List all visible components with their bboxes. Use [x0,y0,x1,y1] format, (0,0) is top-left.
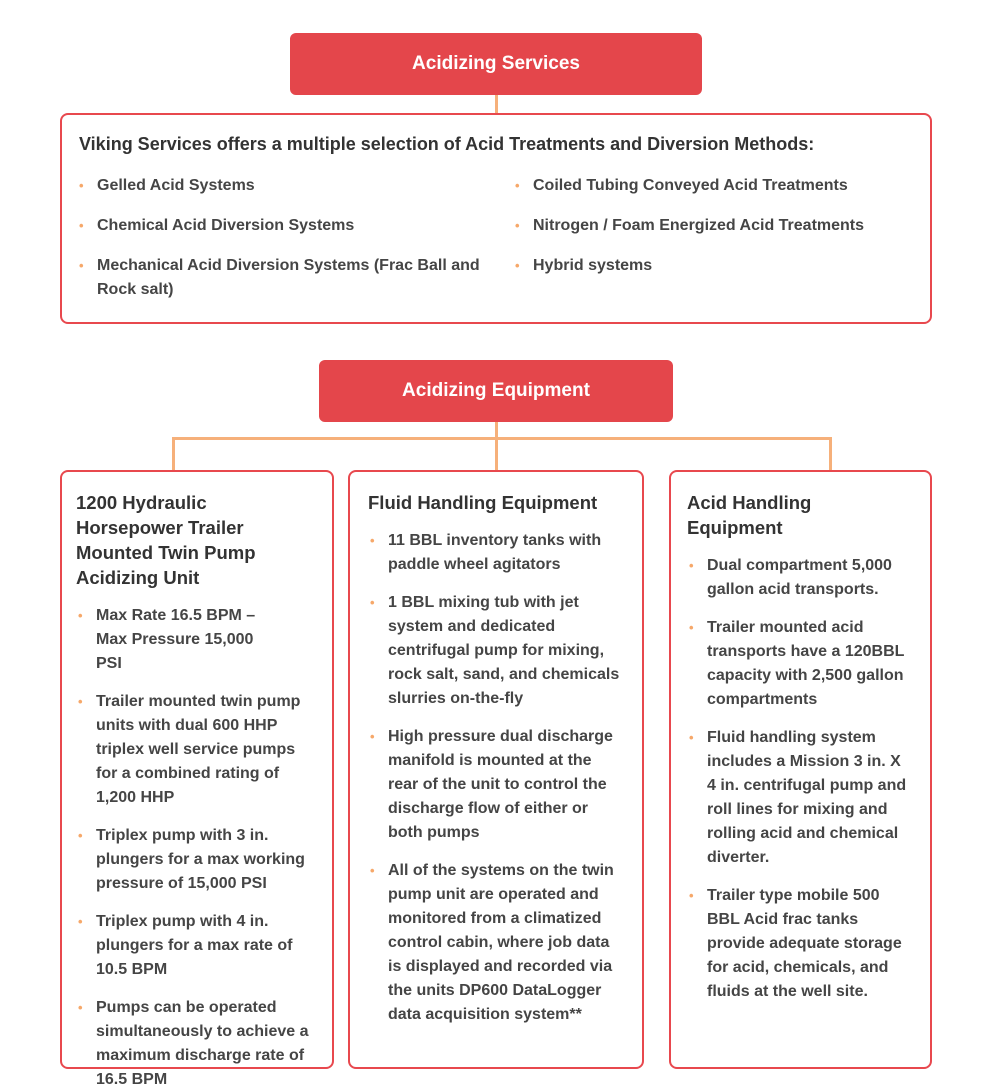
column-title: Acid Handling Equipment [687,492,812,538]
acidizing-services-header: Acidizing Services [290,33,702,95]
equipment-column-acid-handling: Acid Handling Equipment Dual compartment… [669,470,932,1069]
connector-line [172,437,832,440]
services-left-list: Gelled Acid Systems Chemical Acid Divers… [77,174,487,302]
services-box: Viking Services offers a multiple select… [60,113,932,324]
column-list: Dual compartment 5,000 gallon acid trans… [687,554,914,1004]
list-item: Fluid handling system includes a Mission… [687,726,914,870]
services-right-list: Coiled Tubing Conveyed Acid Treatments N… [513,174,923,278]
list-item: Pumps can be operated simultaneously to … [76,996,318,1092]
list-item: Gelled Acid Systems [77,174,487,198]
column-title: 1200 Hydraulic Horsepower Trailer Mounte… [76,492,256,588]
list-item: Hybrid systems [513,254,923,278]
list-item: Trailer mounted twin pump units with dua… [76,690,318,810]
list-item: High pressure dual discharge manifold is… [368,725,624,845]
list-item: Coiled Tubing Conveyed Acid Treatments [513,174,923,198]
list-item: Trailer mounted acid transports have a 1… [687,616,914,712]
list-item: Chemical Acid Diversion Systems [77,214,487,238]
list-item: 11 BBL inventory tanks with paddle wheel… [368,529,624,577]
connector-line [495,422,498,470]
connector-line [172,437,175,470]
column-title: Fluid Handling Equipment [368,492,598,513]
services-intro: Viking Services offers a multiple select… [79,134,815,154]
list-item: Trailer type mobile 500 BBL Acid frac ta… [687,884,914,1004]
list-item: Triplex pump with 3 in. plungers for a m… [76,824,318,896]
list-item: Triplex pump with 4 in. plungers for a m… [76,910,306,982]
equipment-column-pump-unit: 1200 Hydraulic Horsepower Trailer Mounte… [60,470,334,1088]
acidizing-equipment-header: Acidizing Equipment [319,360,673,422]
connector-line [829,437,832,470]
list-item: Mechanical Acid Diversion Systems (Frac … [77,254,487,302]
list-item: Nitrogen / Foam Energized Acid Treatment… [513,214,923,238]
column-list: Max Rate 16.5 BPM – Max Pressure 15,000 … [76,604,318,1092]
list-item: 1 BBL mixing tub with jet system and ded… [368,591,624,711]
connector-line [495,95,498,113]
list-item: Dual compartment 5,000 gallon acid trans… [687,554,914,602]
list-item: Max Rate 16.5 BPM – Max Pressure 15,000 … [76,604,276,676]
list-item: All of the systems on the twin pump unit… [368,859,624,1027]
column-list: 11 BBL inventory tanks with paddle wheel… [368,529,624,1027]
equipment-column-fluid-handling: Fluid Handling Equipment 11 BBL inventor… [348,470,644,1069]
